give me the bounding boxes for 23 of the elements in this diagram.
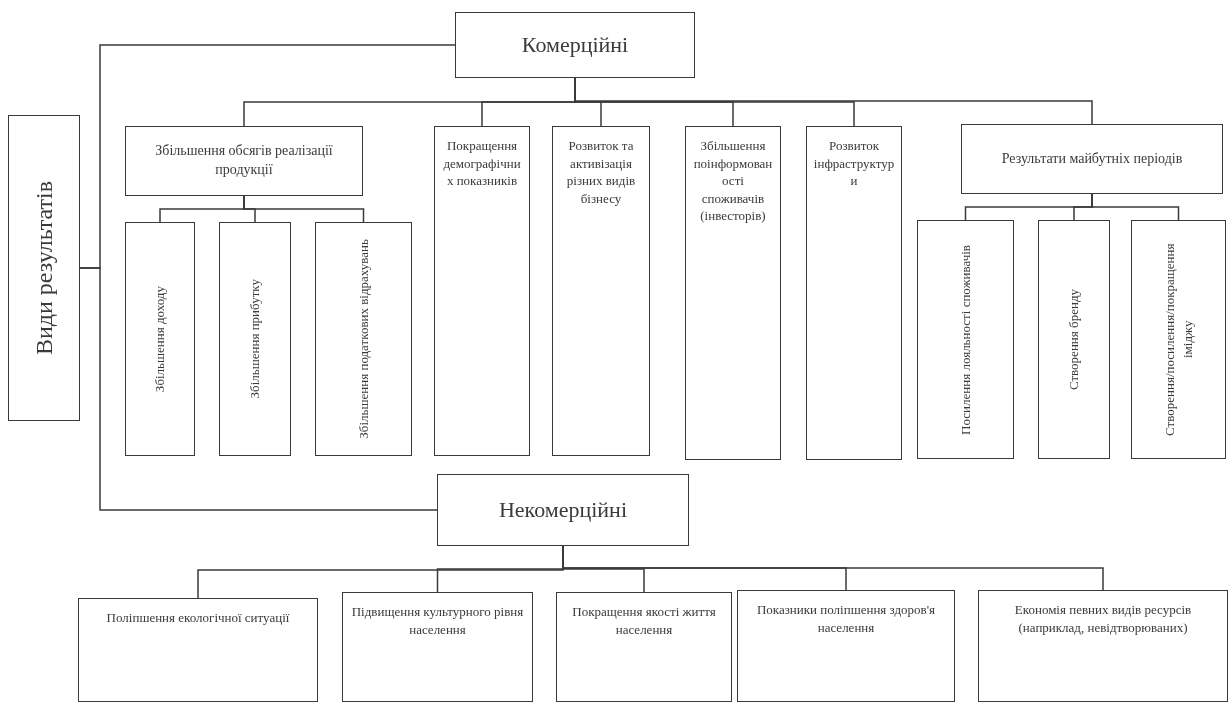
- connector-line: [1091, 193, 1180, 221]
- category-box: Види результатів: [8, 115, 80, 421]
- connector-line: [243, 195, 365, 223]
- category-box: Розвиток та активізація різних видів бізнесу: [552, 126, 650, 456]
- category-box: Посилення лояльності споживачів: [917, 220, 1014, 459]
- category-box: Економія певних видів ресурсів (наприклад, невідтворюваних): [978, 590, 1228, 702]
- category-box: Підвищення культурного рівня населення: [342, 592, 533, 702]
- category-box: Збільшення обсягів реалізації продукції: [125, 126, 363, 196]
- category-box: Збільшення доходу: [125, 222, 195, 456]
- category-box: Створення бренду: [1038, 220, 1110, 459]
- category-box: Покращення демографічних показників: [434, 126, 530, 456]
- category-box: Покращення якості життя населення: [556, 592, 732, 702]
- connector-line: [79, 267, 438, 511]
- category-box: Комерційні: [455, 12, 695, 78]
- category-box: Створення/посилення/покращення іміджу: [1131, 220, 1226, 459]
- category-box: Результати майбутніх періодів: [961, 124, 1223, 194]
- category-box: Розвиток інфраструктури: [806, 126, 902, 460]
- category-box: Збільшення поінформованості споживачів (інвесторів): [685, 126, 781, 460]
- category-box: Некомерційні: [437, 474, 689, 546]
- category-box: Збільшення податкових відрахувань: [315, 222, 412, 456]
- category-box: Збільшення прибутку: [219, 222, 291, 456]
- category-box: Показники поліпшення здоров'я населення: [737, 590, 955, 702]
- category-box: Поліпшення екологічної ситуації: [78, 598, 318, 702]
